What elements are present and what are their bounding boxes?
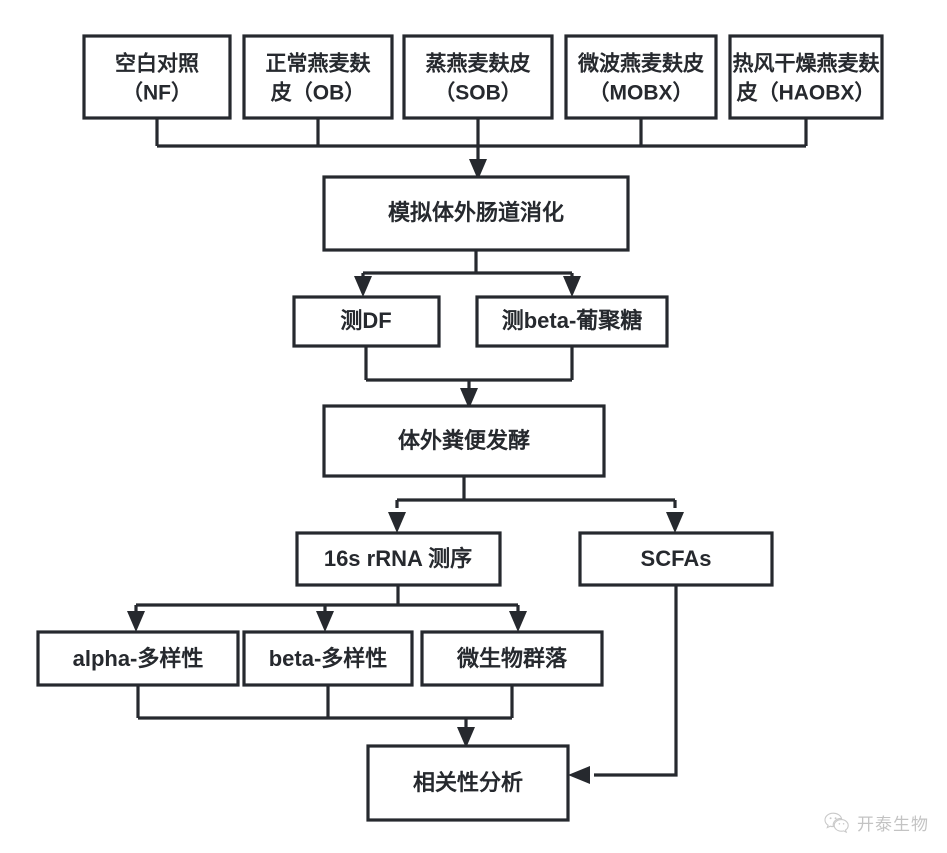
node-microbial-community-label: 微生物群落 [456, 646, 568, 671]
node-mobx-box [564, 34, 718, 120]
edge-fermentation-to-analysis [388, 476, 684, 533]
edge-samples-to-digestion [155, 118, 808, 180]
node-sob[interactable]: 蒸燕麦麸皮 （SOB） [402, 34, 554, 120]
node-digestion[interactable]: 模拟体外肠道消化 [322, 175, 630, 252]
node-correlation-label: 相关性分析 [413, 770, 523, 795]
node-sob-label-line2: （SOB） [434, 81, 522, 105]
node-ob-label-line1: 正常燕麦麸 [266, 52, 372, 76]
node-beta-diversity-label: beta-多样性 [269, 646, 388, 671]
node-nf-box [82, 34, 232, 120]
node-sob-label-line1: 蒸燕麦麸皮 [426, 52, 531, 76]
node-fermentation-label: 体外粪便发酵 [398, 428, 530, 453]
arrow-head-digestion [469, 159, 487, 180]
node-sequencing-label: 16s rRNA 测序 [324, 546, 472, 571]
node-alpha-diversity-box [36, 630, 240, 687]
node-fermentation[interactable]: 体外粪便发酵 [322, 404, 606, 478]
arrow-head-fermentation [460, 388, 478, 409]
node-ob[interactable]: 正常燕麦麸 皮（OB） [242, 34, 394, 120]
node-scfas[interactable]: SCFAs [578, 531, 774, 587]
node-measure-df[interactable]: 测DF [292, 295, 441, 348]
node-sob-box [402, 34, 554, 120]
node-haobx[interactable]: 热风干燥燕麦麸 皮（HAOBX） [728, 34, 884, 120]
edge-sequencing-to-diversity [127, 585, 527, 632]
node-nf-label-line2: （NF） [122, 81, 192, 105]
node-haobx-box [728, 34, 884, 120]
node-nf[interactable]: 空白对照 （NF） [82, 34, 232, 120]
arrow-head-beta-diversity [316, 611, 334, 632]
wechat-icon [824, 812, 850, 834]
node-scfas-box [578, 531, 774, 587]
arrow-head-correlation-right [568, 766, 590, 784]
edge-measures-to-fermentation [364, 346, 574, 409]
node-ob-box [242, 34, 394, 120]
node-sequencing-box [295, 531, 502, 587]
node-scfas-label: SCFAs [641, 546, 712, 571]
node-ob-label-line2: 皮（OB） [271, 81, 366, 105]
node-mobx-label-line2: （MOBX） [589, 81, 694, 105]
node-nf-label-line1: 空白对照 [115, 52, 199, 76]
node-alpha-diversity-label: alpha-多样性 [73, 646, 204, 671]
node-sequencing[interactable]: 16s rRNA 测序 [295, 531, 502, 587]
watermark-label: 开泰生物 [857, 815, 929, 834]
arrow-head-alpha-diversity [127, 611, 145, 632]
arrow-head-microbial-community [509, 611, 527, 632]
node-microbial-community[interactable]: 微生物群落 [420, 630, 604, 687]
arrow-head-scfas [666, 512, 684, 533]
node-beta-diversity[interactable]: beta-多样性 [242, 630, 414, 687]
node-measure-df-label: 测DF [340, 308, 391, 333]
node-correlation-box [366, 744, 570, 822]
node-measure-df-box [292, 295, 441, 348]
node-mobx[interactable]: 微波燕麦麸皮 （MOBX） [564, 34, 718, 120]
node-mobx-label-line1: 微波燕麦麸皮 [577, 52, 704, 76]
node-digestion-label: 模拟体外肠道消化 [388, 200, 564, 225]
node-correlation[interactable]: 相关性分析 [366, 744, 570, 822]
watermark: 开泰生物 [824, 810, 929, 835]
node-measure-beta-glucan-label: 测beta-葡聚糖 [502, 308, 643, 333]
edge-digestion-to-measures [354, 250, 581, 297]
arrow-head-measure-df [354, 276, 372, 297]
node-measure-beta-glucan[interactable]: 测beta-葡聚糖 [475, 295, 669, 348]
arrow-head-measure-beta [563, 276, 581, 297]
node-haobx-label-line1: 热风干燥燕麦麸 [733, 52, 881, 76]
arrow-head-sequencing [388, 512, 406, 533]
arrow-head-correlation-top [457, 727, 475, 748]
edge-scfas-to-correlation [568, 585, 678, 784]
node-fermentation-box [322, 404, 606, 478]
edge-diversity-to-correlation [136, 685, 514, 748]
node-alpha-diversity[interactable]: alpha-多样性 [36, 630, 240, 687]
node-haobx-label-line2: 皮（HAOBX） [737, 81, 876, 105]
